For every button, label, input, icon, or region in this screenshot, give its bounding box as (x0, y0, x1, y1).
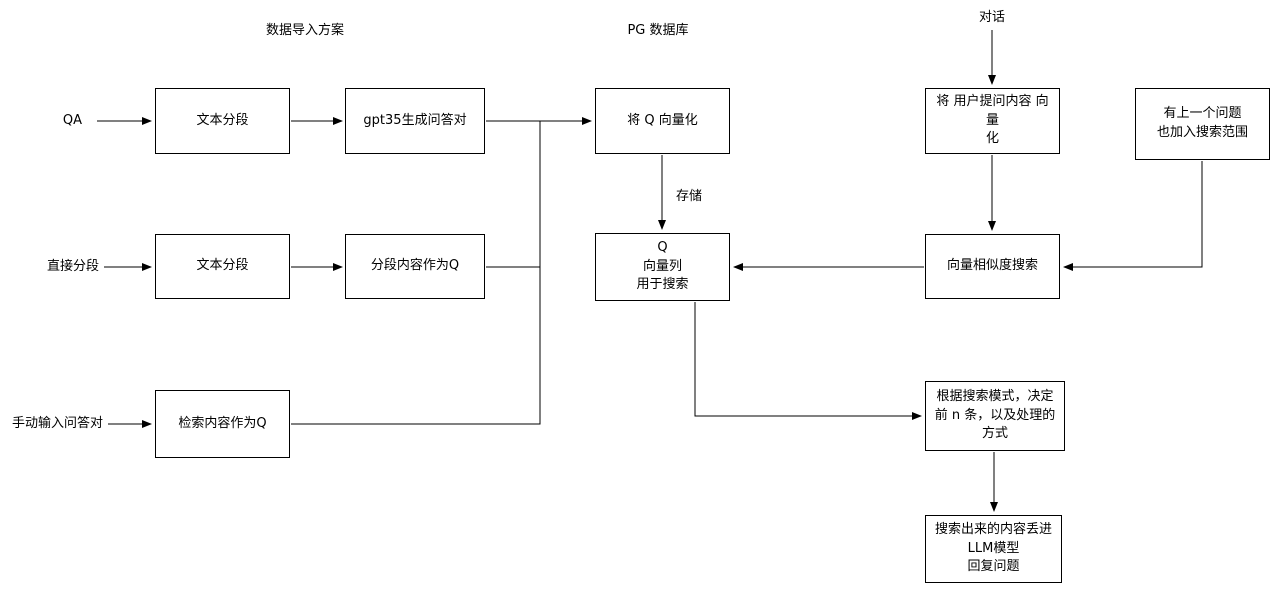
node-search-mode: 根据搜索模式，决定 前 n 条，以及处理的 方式 (925, 381, 1065, 451)
section-title-pg-db: PG 数据库 (627, 23, 689, 39)
node-prev-question: 有上一个问题 也加入搜索范围 (1135, 88, 1270, 160)
label-edge-store: 存储 (675, 188, 702, 204)
node-similarity-search: 向量相似度搜索 (925, 234, 1060, 299)
node-text-split-1: 文本分段 (155, 88, 290, 154)
section-title-chat: 对话 (978, 10, 1005, 26)
node-segment-as-q: 分段内容作为Q (345, 234, 485, 299)
node-gpt35-qa: gpt35生成问答对 (345, 88, 485, 154)
node-vectorize-user: 将 用户提问内容 向量 化 (925, 88, 1060, 154)
edge-prev-question-to-similarity (1063, 161, 1203, 271)
label-manual-qa-source: 手动输入问答对 (11, 415, 103, 431)
node-text-split-2: 文本分段 (155, 234, 290, 299)
node-vectorize-q: 将 Q 向量化 (595, 88, 730, 154)
edge-retrieval-as-q-join (291, 121, 541, 425)
node-llm-answer: 搜索出来的内容丢进 LLM模型 回复问题 (925, 515, 1062, 583)
label-qa-source: QA (62, 112, 83, 128)
node-q-vector-col: Q 向量列 用于搜索 (595, 233, 730, 301)
section-title-data-import: 数据导入方案 (265, 23, 344, 39)
edge-q-vector-col-to-search-mode (694, 302, 922, 420)
label-direct-split-source: 直接分段 (46, 258, 99, 274)
node-retrieval-as-q: 检索内容作为Q (155, 390, 290, 458)
